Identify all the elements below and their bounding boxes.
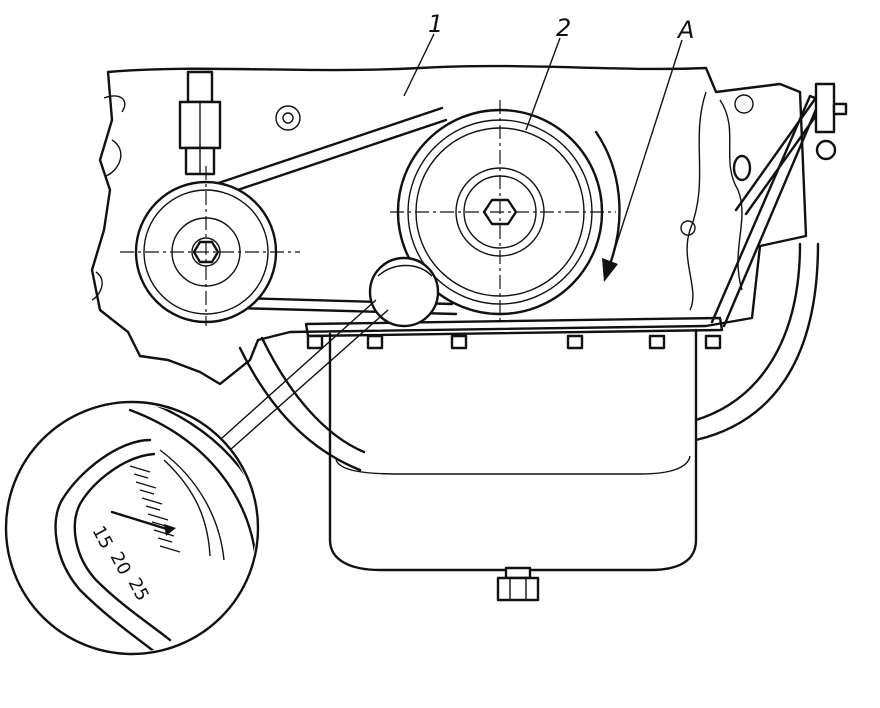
magnified-inset: 15 20 25 xyxy=(4,400,260,656)
tensioner-bracket xyxy=(710,82,848,328)
alternator-pulley xyxy=(120,166,300,326)
coolant-hose xyxy=(238,242,820,472)
callout-a: A xyxy=(676,16,694,44)
crankshaft-pulley xyxy=(390,100,616,322)
callout-2: 2 xyxy=(556,14,571,42)
belt-check-point xyxy=(368,256,440,328)
callout-1: 1 xyxy=(428,10,443,38)
engine-block xyxy=(90,64,808,386)
inset-scale-ticks xyxy=(110,465,181,553)
leader-lines xyxy=(221,33,683,451)
oil-pan xyxy=(304,316,724,602)
drain-plug xyxy=(496,566,540,602)
upper-fitting xyxy=(178,70,222,176)
pan-bolts xyxy=(306,334,722,350)
